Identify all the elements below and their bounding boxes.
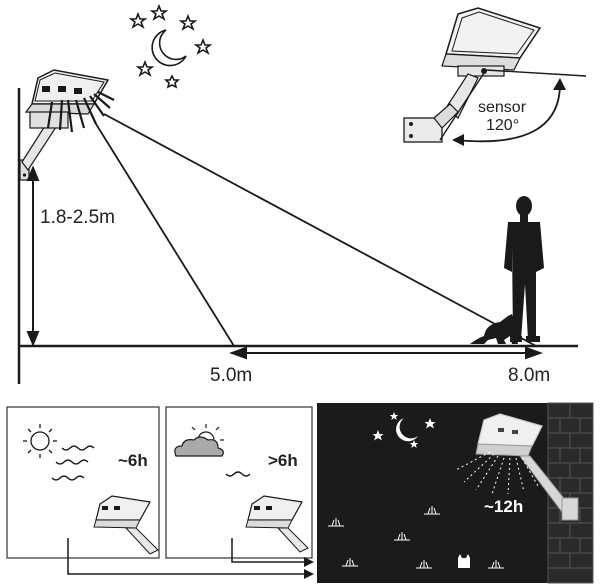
panel-1-duration: ~6h [118,451,148,470]
sensor-lamp-icon [403,7,542,143]
light-rays [46,91,115,133]
sensor-line-down [439,69,487,141]
coverage-line-far [103,113,537,347]
height-label: 1.8-2.5m [40,207,115,228]
panel-2-lamp-icon [245,495,309,553]
cat-silhouette [470,314,521,344]
sensor-arc-arrow-bottom [452,134,464,146]
height-arrow [26,165,40,347]
sensor-angle-label: 120° [486,117,519,134]
sensor-angle-arc [455,83,561,143]
grass-tufts [328,506,504,569]
cloud-ray-wavy [225,471,251,477]
panel-night [317,403,593,583]
panel-1-lamp-icon [93,495,159,555]
night-lamp-icon [475,413,579,521]
near-distance-label: 5.0m [210,365,252,386]
street-lamp-icon [24,69,110,129]
night-cat-icon [458,554,470,568]
flow-arrowhead-2 [304,557,314,567]
sensor-label: sensor [478,99,527,116]
night-light-rays [455,451,539,495]
coverage-line-near [95,123,235,347]
sun-icon [23,424,57,458]
sun-rays-wavy [51,445,95,481]
panel-2-duration: >6h [268,451,298,470]
sensor-line-right [485,69,587,77]
cloud-sun-icon [174,424,224,457]
panel-3-duration: ~12h [484,497,523,516]
sensor-arc-arrow-top [553,78,566,90]
night-moon-stars-icon [372,412,436,448]
moon-stars-icon [128,3,213,89]
flow-arrowhead-1 [304,569,314,579]
distance-arrow [229,346,543,360]
flow-arrows [67,538,312,575]
far-distance-label: 8.0m [508,365,550,386]
